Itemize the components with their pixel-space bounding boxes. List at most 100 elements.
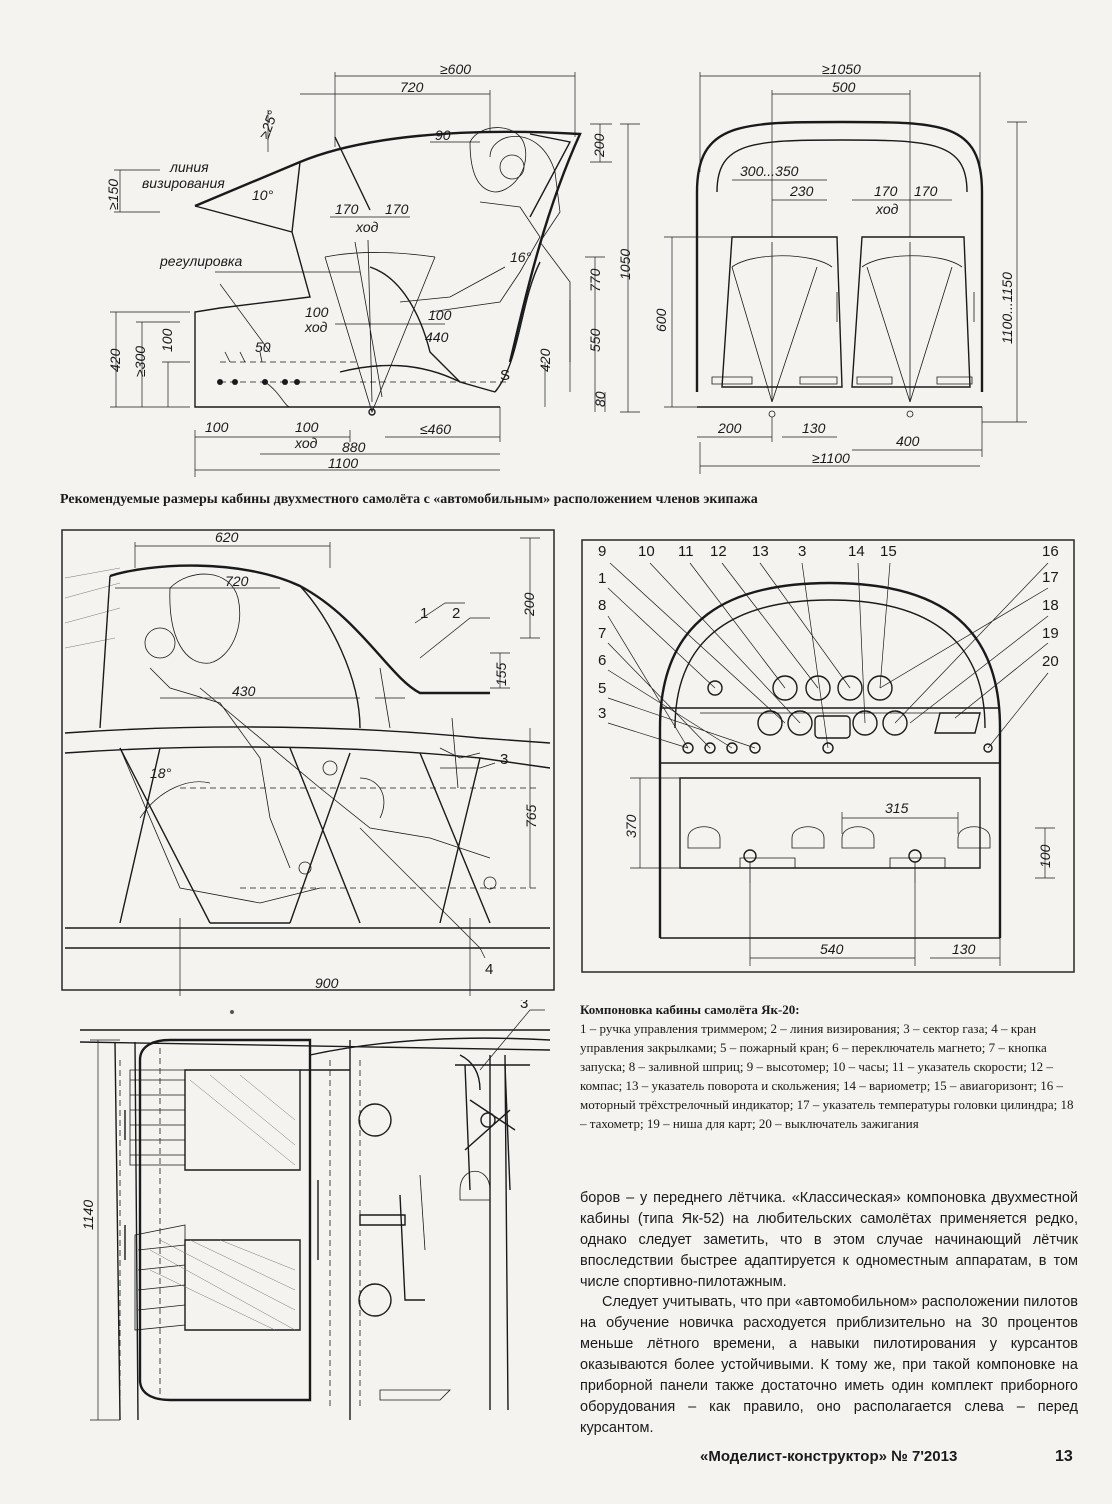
dim-1100-1150: 1100...1150 bbox=[999, 272, 1015, 344]
dim-400: 400 bbox=[896, 433, 920, 449]
panel-number-11: 11 bbox=[678, 543, 694, 560]
dim-hod-middle: ход bbox=[304, 319, 328, 335]
panel-number-19: 19 bbox=[1042, 625, 1059, 642]
panel-number-10: 10 bbox=[638, 543, 655, 560]
panel-number-15: 15 bbox=[880, 543, 897, 560]
panel-number-18: 18 bbox=[1042, 597, 1059, 614]
panel-number-1: 1 bbox=[598, 570, 606, 587]
dim-300: ≥300 bbox=[132, 346, 148, 377]
dim-150: ≥150 bbox=[105, 179, 121, 210]
callout-3: 3 bbox=[500, 751, 508, 768]
dim-540: 540 bbox=[820, 941, 844, 957]
panel-number-8: 8 bbox=[598, 597, 606, 614]
dim-130: 130 bbox=[802, 420, 826, 436]
dim-25deg: ≥25° bbox=[256, 108, 281, 141]
top-view-rivets bbox=[119, 1048, 361, 1410]
body-paragraph-1: боров – у переднего лётчика. «Классическ… bbox=[580, 1190, 1078, 1290]
dim-500: 500 bbox=[832, 79, 856, 95]
dim-440: 440 bbox=[425, 329, 449, 345]
dim-hod: ход bbox=[875, 201, 899, 217]
caption-title: Компоновка кабины самолёта Як-20: bbox=[580, 1002, 800, 1017]
dim-1050-width: ≥1050 bbox=[822, 62, 861, 77]
dim-155: 155 bbox=[493, 662, 509, 686]
figure-yak20-instrument-panel: 9 10 11 12 13 3 14 15 16 17 18 19 20 1 8… bbox=[581, 539, 1075, 973]
panel-number-17: 17 bbox=[1042, 569, 1059, 586]
panel-dimension-lines bbox=[630, 777, 1055, 966]
label-adjustment: регулировка bbox=[159, 253, 242, 269]
callout-1: 1 bbox=[420, 605, 428, 622]
dim-100-left: 100 bbox=[305, 304, 329, 320]
dim-100-vertical: 100 bbox=[159, 328, 175, 352]
dim-765: 765 bbox=[523, 804, 539, 828]
front-view-dimension-labels: ≥1050 500 300...350 230 170 170 ход 600 … bbox=[653, 62, 1015, 466]
dim-200: 200 bbox=[591, 133, 607, 158]
top-view-labels: 1140 3 bbox=[80, 1000, 528, 1230]
figure-yak20-side-cutaway: 620 720 200 155 430 765 18° 900 1 2 3 4 bbox=[61, 529, 555, 996]
dim-200: 200 bbox=[521, 592, 537, 617]
top-view-structure bbox=[79, 1029, 551, 1421]
dim-170-left: 170 bbox=[874, 183, 898, 199]
dim-720: 720 bbox=[400, 79, 424, 95]
dim-620: 620 bbox=[215, 529, 239, 545]
side-view-dimension-lines bbox=[110, 72, 640, 477]
callout-2: 2 bbox=[452, 605, 460, 622]
dim-460: ≤460 bbox=[420, 421, 451, 437]
dim-880: 880 bbox=[342, 439, 366, 455]
panel-number-7: 7 bbox=[598, 625, 606, 642]
caption-legend: 1 – ручка управления триммером; 2 – лини… bbox=[580, 1021, 1074, 1131]
panel-number-6: 6 bbox=[598, 652, 606, 669]
panel-outline bbox=[658, 581, 1002, 939]
label-line: линия bbox=[169, 159, 209, 175]
dim-200: 200 bbox=[717, 420, 742, 436]
yak20-side-labels: 620 720 200 155 430 765 18° 900 1 2 3 4 bbox=[150, 529, 539, 991]
side-view-dimension-labels: ≥600 720 90 200 ≥25° ≥150 10° 170 170 хо… bbox=[105, 62, 633, 471]
label-sighting: визирования bbox=[142, 175, 225, 191]
dim-420-right: 420 bbox=[537, 348, 553, 372]
figure-caption-recommended-dimensions: Рекомендуемые размеры кабины двухместног… bbox=[60, 492, 758, 507]
dim-900: 900 bbox=[315, 975, 339, 991]
panel-number-3-top: 3 bbox=[798, 543, 806, 560]
dim-170-left: 170 bbox=[335, 201, 359, 217]
dim-90: 90 bbox=[435, 127, 451, 143]
page-number: 13 bbox=[1055, 1448, 1073, 1465]
panel-number-5: 5 bbox=[598, 680, 606, 697]
figure-side-view-dimensions: S ≥600 720 90 200 ≥25° ≥150 10° 170 170 bbox=[105, 62, 640, 477]
front-view-outline bbox=[695, 120, 984, 418]
panel-number-20: 20 bbox=[1042, 653, 1059, 670]
dim-hod-top: ход bbox=[355, 219, 379, 235]
dim-80: 80 bbox=[592, 391, 608, 407]
dim-1100-width: ≥1100 bbox=[812, 450, 850, 466]
dim-1100: 1100 bbox=[328, 455, 358, 471]
side-view-outline: S bbox=[194, 127, 582, 416]
dim-1140: 1140 bbox=[80, 1200, 96, 1230]
panel-number-9: 9 bbox=[598, 543, 606, 560]
dim-770: 770 bbox=[587, 268, 603, 292]
dim-420-left: 420 bbox=[107, 348, 123, 372]
figure-yak20-top-view: 1140 3 bbox=[79, 1000, 551, 1421]
dim-370: 370 bbox=[623, 814, 639, 838]
panel-instruments bbox=[682, 675, 993, 883]
dim-600: 600 bbox=[653, 308, 669, 332]
dim-170-right: 170 bbox=[914, 183, 938, 199]
panel-number-13: 13 bbox=[752, 543, 769, 560]
dim-720: 720 bbox=[225, 573, 249, 589]
dim-100: 100 bbox=[1037, 844, 1053, 868]
dim-300-350: 300...350 bbox=[740, 163, 799, 179]
panel-leader-lines bbox=[607, 562, 1049, 749]
dim-230: 230 bbox=[789, 183, 814, 199]
dim-600: ≥600 bbox=[440, 62, 471, 77]
dim-130: 130 bbox=[952, 941, 976, 957]
figure-front-view-dimensions: ≥1050 500 300...350 230 170 170 ход 600 … bbox=[653, 62, 1027, 474]
callout-4: 4 bbox=[485, 961, 493, 978]
dim-100-right: 100 bbox=[428, 307, 452, 323]
panel-number-14: 14 bbox=[848, 543, 865, 560]
front-view-dimension-lines bbox=[664, 72, 1027, 474]
dim-1050: 1050 bbox=[617, 249, 633, 280]
dim-18deg: 18° bbox=[150, 765, 172, 781]
yak20-side-structure bbox=[64, 564, 551, 949]
panel-numbers: 9 10 11 12 13 3 14 15 16 17 18 19 20 1 8… bbox=[598, 543, 1059, 957]
dim-100-bottom-right: 100 bbox=[295, 419, 319, 435]
yak20-side-dimension-lines bbox=[115, 537, 540, 996]
panel-number-12: 12 bbox=[710, 543, 727, 560]
dim-16deg: 16° bbox=[510, 249, 532, 265]
